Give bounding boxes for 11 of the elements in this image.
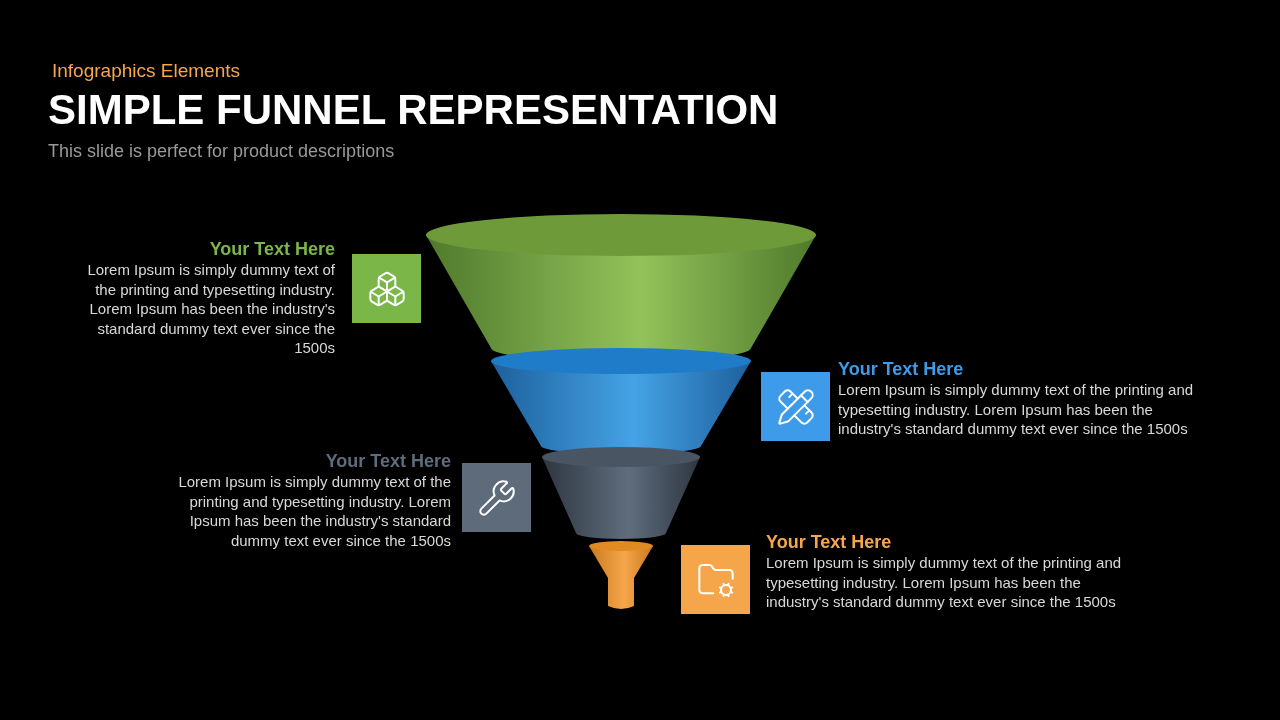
heading: Your Text Here (838, 358, 965, 380)
description: Lorem Ipsum is simply dummy text of the printing and typesetting industry. Lorem Ipsum has been the industry's standard dummy text ever since the 1500s (838, 380, 1195, 439)
heading: Your Text Here (766, 531, 893, 553)
subtitle: This slide is perfect for product descriptions (48, 141, 395, 162)
kicker-text: Infographics Elements (52, 60, 240, 82)
description: Lorem Ipsum is simply dummy text of the printing and typesetting industry. Lorem Ipsum has been the industry's standard dummy text ever since the 1500s (766, 553, 1123, 612)
description: Lorem Ipsum is simply dummy text of the printing and typesetting industry. Lorem Ipsum has been the industry's standard dummy text ever since the 1500s (177, 472, 451, 550)
heading: Your Text Here (208, 238, 335, 260)
title: SIMPLE FUNNEL REPRESENTATION (48, 86, 779, 134)
description: Lorem Ipsum is simply dummy text of the printing and typesetting industry. Lorem Ipsum has been the industry's standard dummy text ever since the 1500s (86, 260, 335, 358)
heading: Your Text Here (324, 450, 451, 472)
